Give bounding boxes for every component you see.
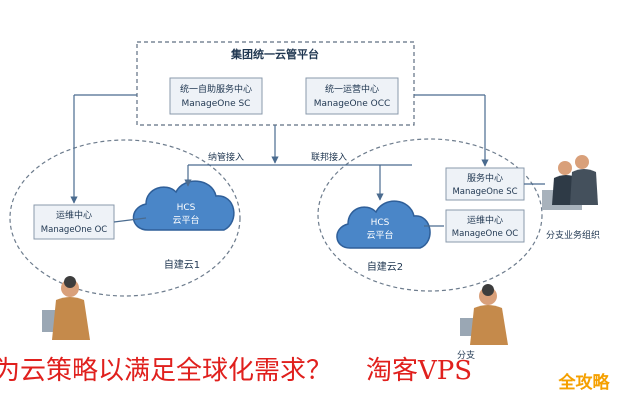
managed-access-label: 纳管接入 bbox=[208, 151, 244, 163]
cloud1-name: 自建云1 bbox=[164, 258, 200, 271]
cloud2-oc-cn: 运维中心 bbox=[467, 214, 503, 226]
cloud1-hcs: HCS bbox=[177, 203, 196, 213]
platform-sc-cn: 统一自助服务中心 bbox=[180, 83, 252, 95]
cloud2-name: 自建云2 bbox=[367, 260, 403, 273]
cloud2-oc-en: ManageOne OC bbox=[452, 229, 518, 239]
cloud-icon bbox=[132, 180, 235, 231]
branch-org-label: 分支业务组织 bbox=[546, 229, 600, 241]
cloud1-oc-en: ManageOne OC bbox=[41, 225, 107, 235]
caption-right-text: 淘客VPS bbox=[366, 356, 473, 386]
cloud2-oc-box bbox=[445, 209, 525, 243]
self-built-cloud-1-region bbox=[9, 139, 241, 297]
caption-left-text: 为云策略以满足全球化需求？ bbox=[0, 356, 333, 386]
branch-org-label-partial: 分支 bbox=[457, 349, 475, 361]
branch-person-icon bbox=[460, 284, 508, 345]
overlay-caption: 为云策略以满足全球化需求？ 淘客VPS bbox=[0, 350, 472, 390]
platform-title: 集团统一云管平台 bbox=[230, 47, 319, 61]
platform-sc-en: ManageOne SC bbox=[182, 99, 251, 109]
cloud2-sc-cn: 服务中心 bbox=[467, 172, 503, 184]
operator-person-icon bbox=[42, 276, 90, 340]
platform-occ-box bbox=[305, 77, 399, 115]
cloud2-sc-en: ManageOne SC bbox=[452, 187, 517, 197]
cloud1-platform: 云平台 bbox=[172, 214, 199, 226]
cloud2-platform: 云平台 bbox=[366, 229, 393, 241]
platform-sc-box bbox=[169, 77, 263, 115]
self-built-cloud-2-region bbox=[317, 138, 543, 292]
connector-lines bbox=[70, 94, 545, 227]
platform-occ-cn: 统一运营中心 bbox=[325, 83, 379, 95]
federated-access-label: 联邦接入 bbox=[311, 151, 347, 163]
platform-occ-en: ManageOne OCC bbox=[314, 99, 391, 109]
cloud1-oc-cn: 运维中心 bbox=[56, 209, 92, 221]
cloud2-sc-box bbox=[445, 167, 525, 201]
site-watermark: 全攻略 bbox=[552, 372, 616, 394]
branch-team-icon bbox=[542, 155, 598, 210]
cloud2-hcs: HCS bbox=[371, 218, 390, 228]
cloud-icon bbox=[336, 200, 431, 249]
